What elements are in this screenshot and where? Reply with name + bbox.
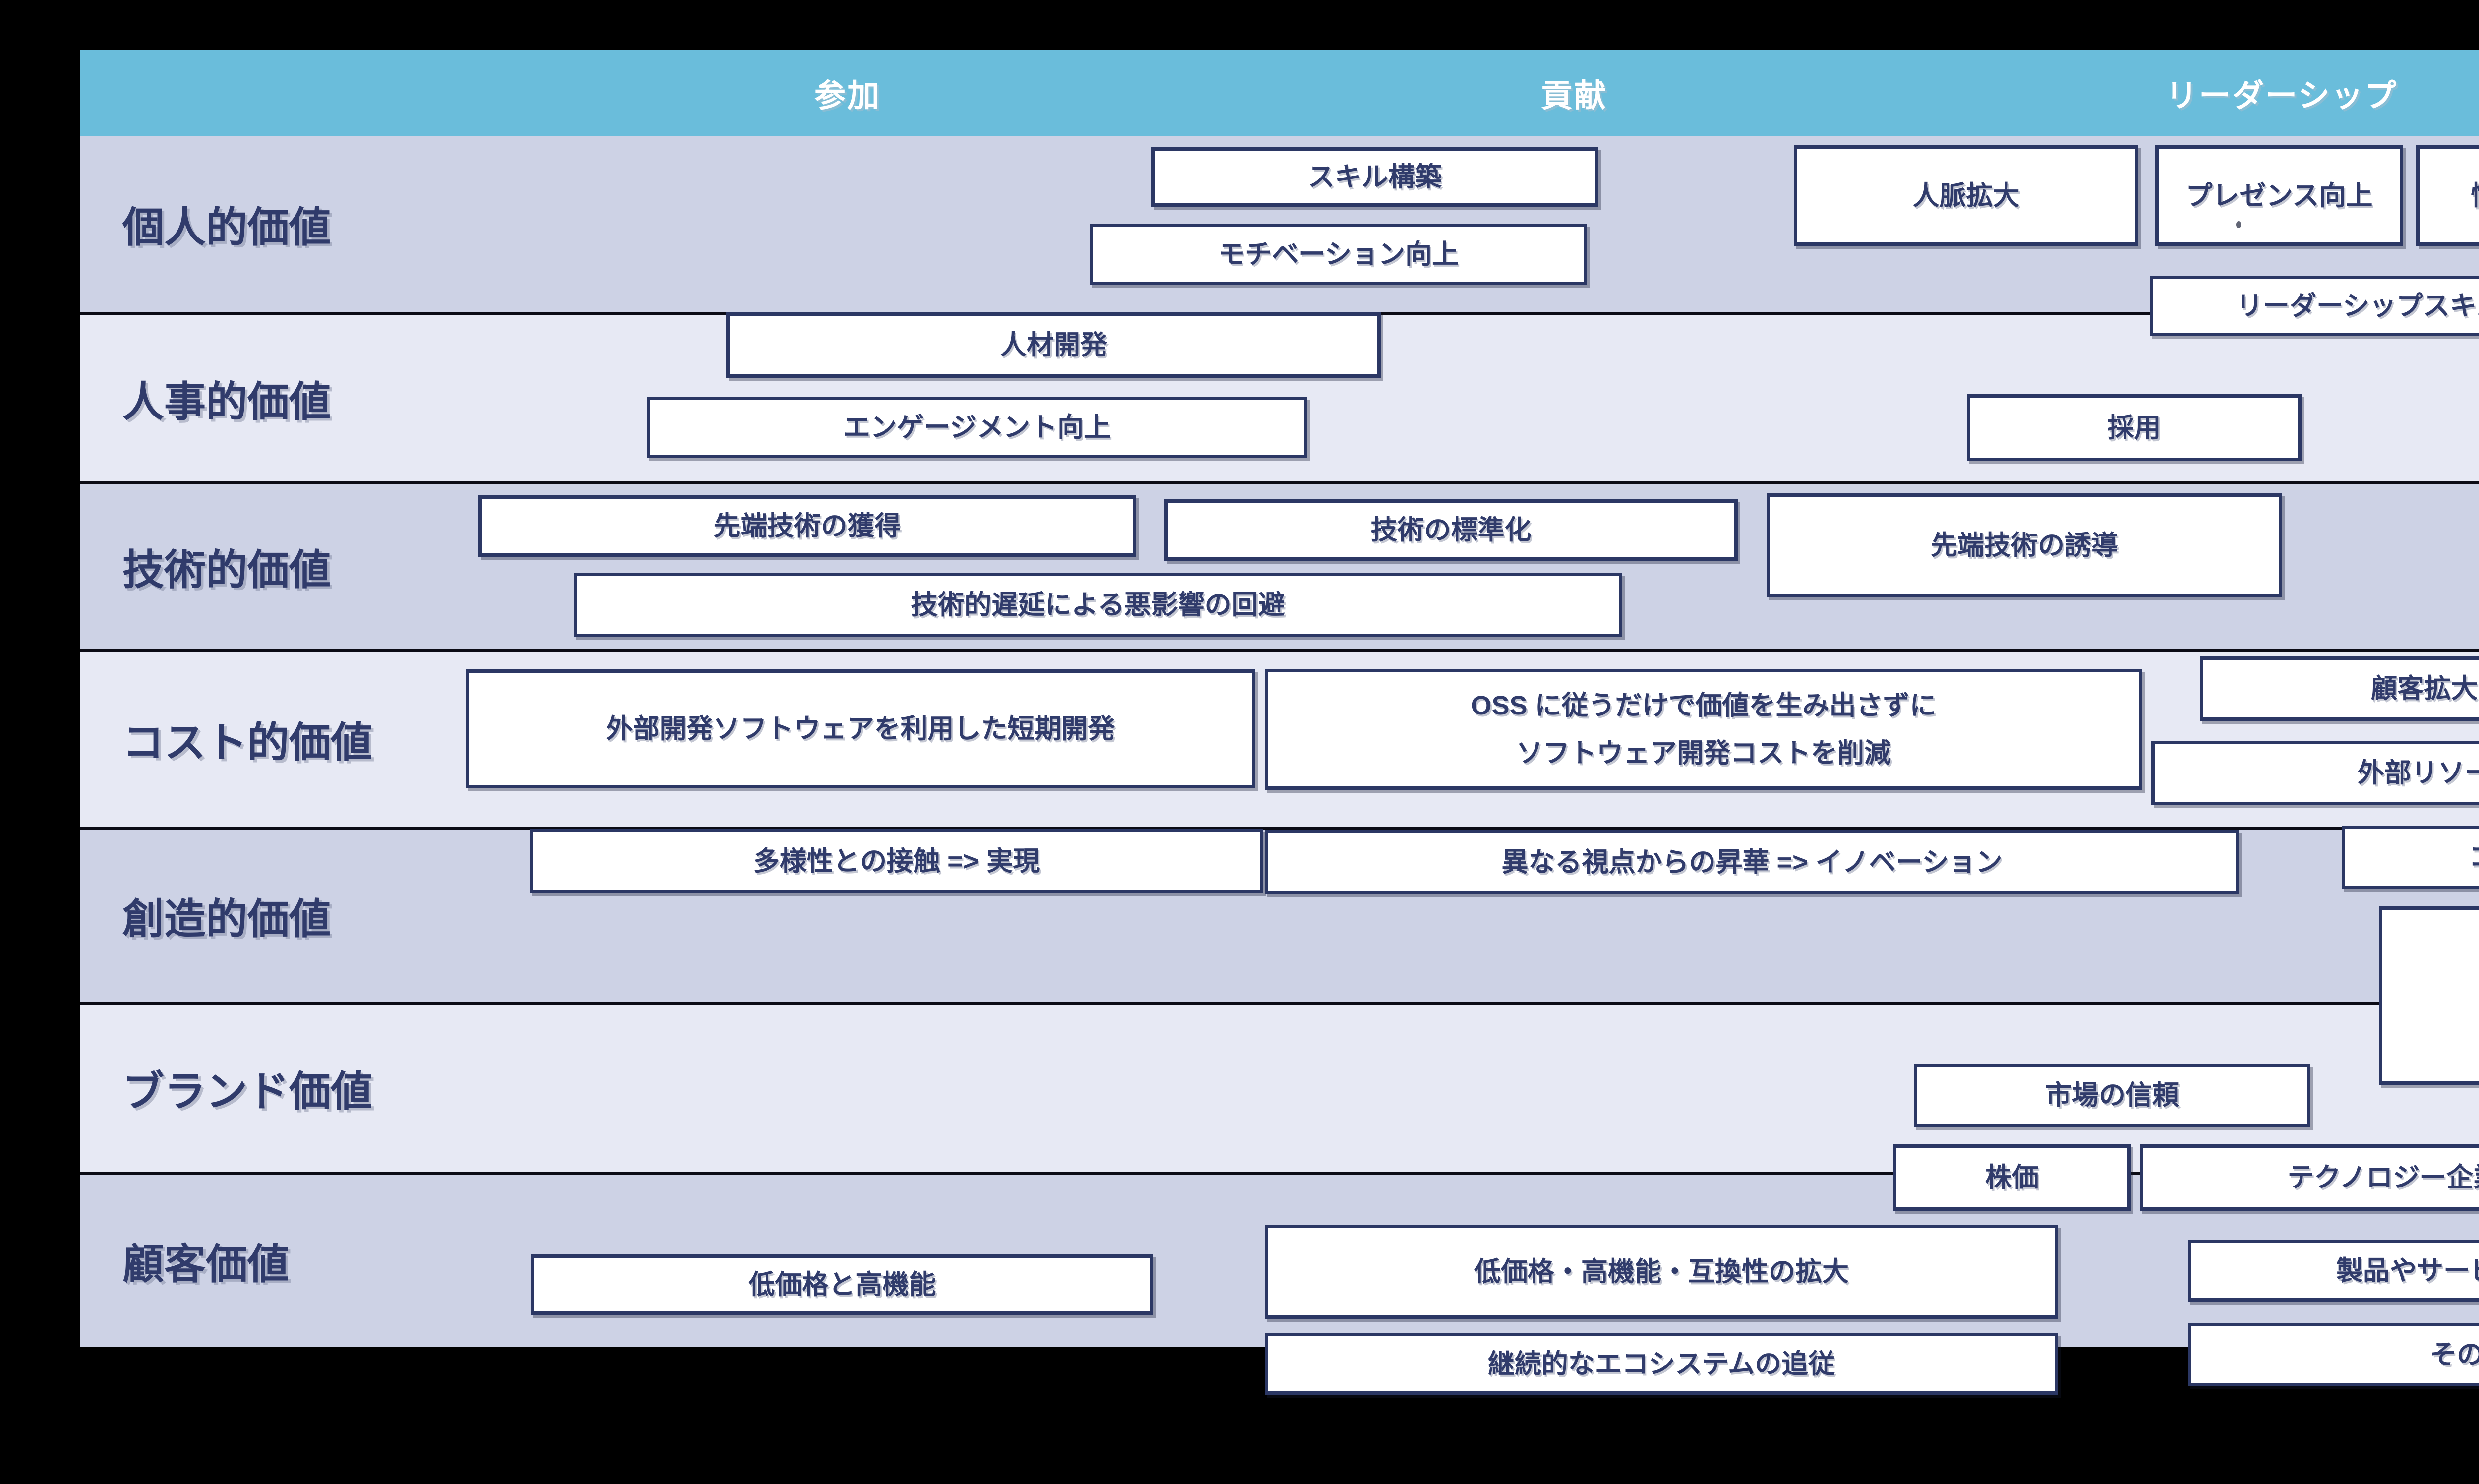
value-box-line: コミュニティの獲得: [2469, 833, 2479, 881]
value-box-teikakaku_koukinou: 低価格と高機能: [531, 1254, 1153, 1315]
value-box-line: 採用: [2107, 413, 2161, 443]
value-box-line: その他？？？: [2430, 1340, 2479, 1369]
value-box-line: エンゲージメント向上: [843, 413, 1111, 442]
value-box-joho_shushu: 情報などの自動的な収集: [2416, 145, 2479, 246]
value-box-motivation: モチベーション向上: [1090, 224, 1587, 285]
value-box-line: 人材開発: [1000, 330, 1107, 360]
value-box-line: スキル構築: [1308, 162, 1442, 192]
value-box-line: 技術的遅延による悪影響の回避: [911, 590, 1285, 620]
value-box-line: 外部リソースの活用: [2357, 758, 2479, 788]
row-label-brand: ブランド価値: [122, 1068, 373, 1115]
row-separator: [80, 1172, 2479, 1175]
stray-dot-mark: [2236, 221, 2241, 228]
row-label-technical: 技術的価値: [122, 546, 331, 593]
value-box-tech_sonzaikan: テクノロジー企業としての存在感: [2140, 1144, 2479, 1211]
value-box-line: 外部開発ソフトウェアを利用した短期開発: [606, 714, 1115, 744]
column-header-leadership: リーダーシップ: [2166, 77, 2398, 114]
value-box-line: ソフトウェア開発コストを削減: [1516, 738, 1891, 768]
value-box-seihin_jizoku: 製品やサービスの持続可能性: [2188, 1240, 2479, 1302]
value-box-line: 株価: [1985, 1163, 2039, 1192]
value-box-engagement: エンゲージメント向上: [647, 397, 1307, 458]
value-box-saiyo: 採用: [1967, 394, 2302, 461]
value-box-keizoku_eco: 継続的なエコシステムの追従: [1265, 1333, 2058, 1395]
value-box-line: OSS に従うだけで価値を生み出さずに: [1471, 691, 1937, 720]
value-box-line: 人脈拡大: [1912, 180, 2020, 211]
value-box-line: 継続的なエコシステムの追従: [1487, 1349, 1835, 1379]
value-box-oss_cost_sakugen: OSS に従うだけで価値を生み出さずにソフトウェア開発コストを削減: [1265, 669, 2142, 790]
value-box-gaibu_resource: 外部リソースの活用: [2151, 741, 2479, 805]
value-box-sentan_kakutoku: 先端技術の獲得: [478, 495, 1136, 557]
row-separator: [80, 1002, 2479, 1005]
row-label-cost: コスト的価値: [122, 719, 373, 766]
value-box-shijo_shinrai: 市場の信頼: [1914, 1064, 2310, 1127]
oss-value-matrix-diagram: 参加 貢献 リーダーシップ 個人的価値人事的価値技術的価値コスト的価値創造的価値ブラ…: [80, 50, 2479, 1395]
value-box-chien_kaihi: 技術的遅延による悪影響の回避: [574, 573, 1622, 637]
value-box-teikakaku_kakudai: 低価格・高機能・互換性の拡大: [1265, 1225, 2058, 1319]
value-box-community: コミュニティの獲得: [2342, 826, 2479, 889]
value-box-line: プレゼンス向上: [2185, 180, 2373, 211]
value-box-tayousei: 多様性との接触 => 実現: [530, 829, 1263, 893]
value-box-kabuka: 株価: [1893, 1144, 2131, 1211]
value-box-skill: スキル構築: [1151, 147, 1598, 207]
value-box-kokyaku_kakudai: 顧客拡大: [2200, 656, 2479, 721]
value-box-jinmyaku: 人脈拡大: [1794, 145, 2138, 246]
row-separator: [80, 481, 2479, 484]
value-box-line: 多様性との接触 => 実現: [753, 846, 1040, 876]
value-box-presence: プレゼンス向上: [2155, 145, 2403, 246]
row-label-customer: 顧客価値: [122, 1241, 290, 1287]
column-header-bar: 参加 貢献 リーダーシップ: [80, 50, 2479, 136]
value-box-line: テクノロジー企業としての存在感: [2287, 1163, 2479, 1192]
row-label-creative: 創造的価値: [122, 895, 331, 943]
value-box-line: 先端技術の獲得: [713, 511, 901, 541]
value-box-line: 情報などの自動的な収集: [2471, 172, 2479, 220]
value-box-jinzai_kaihatsu: 人材開発: [726, 312, 1381, 378]
value-box-line: 低価格・高機能・互換性の拡大: [1474, 1257, 1849, 1287]
value-box-sonota: その他？？？: [2188, 1323, 2479, 1386]
value-box-line: モチベーション向上: [1218, 239, 1459, 269]
value-box-sentan_yudo: 先端技術の誘導: [1767, 493, 2282, 597]
column-header-kouken: 貢献: [1541, 77, 1607, 114]
row-label-hr: 人事的価値: [122, 378, 331, 425]
value-box-line: 顧客拡大: [2370, 674, 2478, 704]
value-box-gaibu_tanki: 外部開発ソフトウェアを利用した短期開発: [466, 669, 1255, 788]
value-box-kotonaru_shiten: 異なる視点からの昇華 => イノベーション: [1265, 830, 2239, 894]
value-box-hyojunka: 技術の標準化: [1164, 499, 1738, 561]
value-box-line: 技術の標準化: [1370, 515, 1532, 545]
row-separator: [80, 649, 2479, 652]
value-box-line: 製品やサービスの持続可能性: [2336, 1255, 2479, 1286]
value-box-leader_skill: リーダーシップスキル構築: [2150, 276, 2479, 336]
row-separator: [80, 827, 2479, 830]
value-box-line: 低価格と高機能: [748, 1270, 936, 1300]
column-header-sanka: 参加: [814, 77, 881, 114]
value-box-feedback: フィードバック利用拡大顧客満足度向上: [2379, 906, 2479, 1085]
row-label-personal: 個人的価値: [122, 204, 331, 251]
value-box-line: 市場の信頼: [2045, 1080, 2179, 1110]
value-box-line: 異なる視点からの昇華 => イノベーション: [1501, 847, 2003, 877]
value-box-line: 先端技術の誘導: [1931, 531, 2118, 560]
value-box-line: リーダーシップスキル構築: [2236, 291, 2479, 321]
